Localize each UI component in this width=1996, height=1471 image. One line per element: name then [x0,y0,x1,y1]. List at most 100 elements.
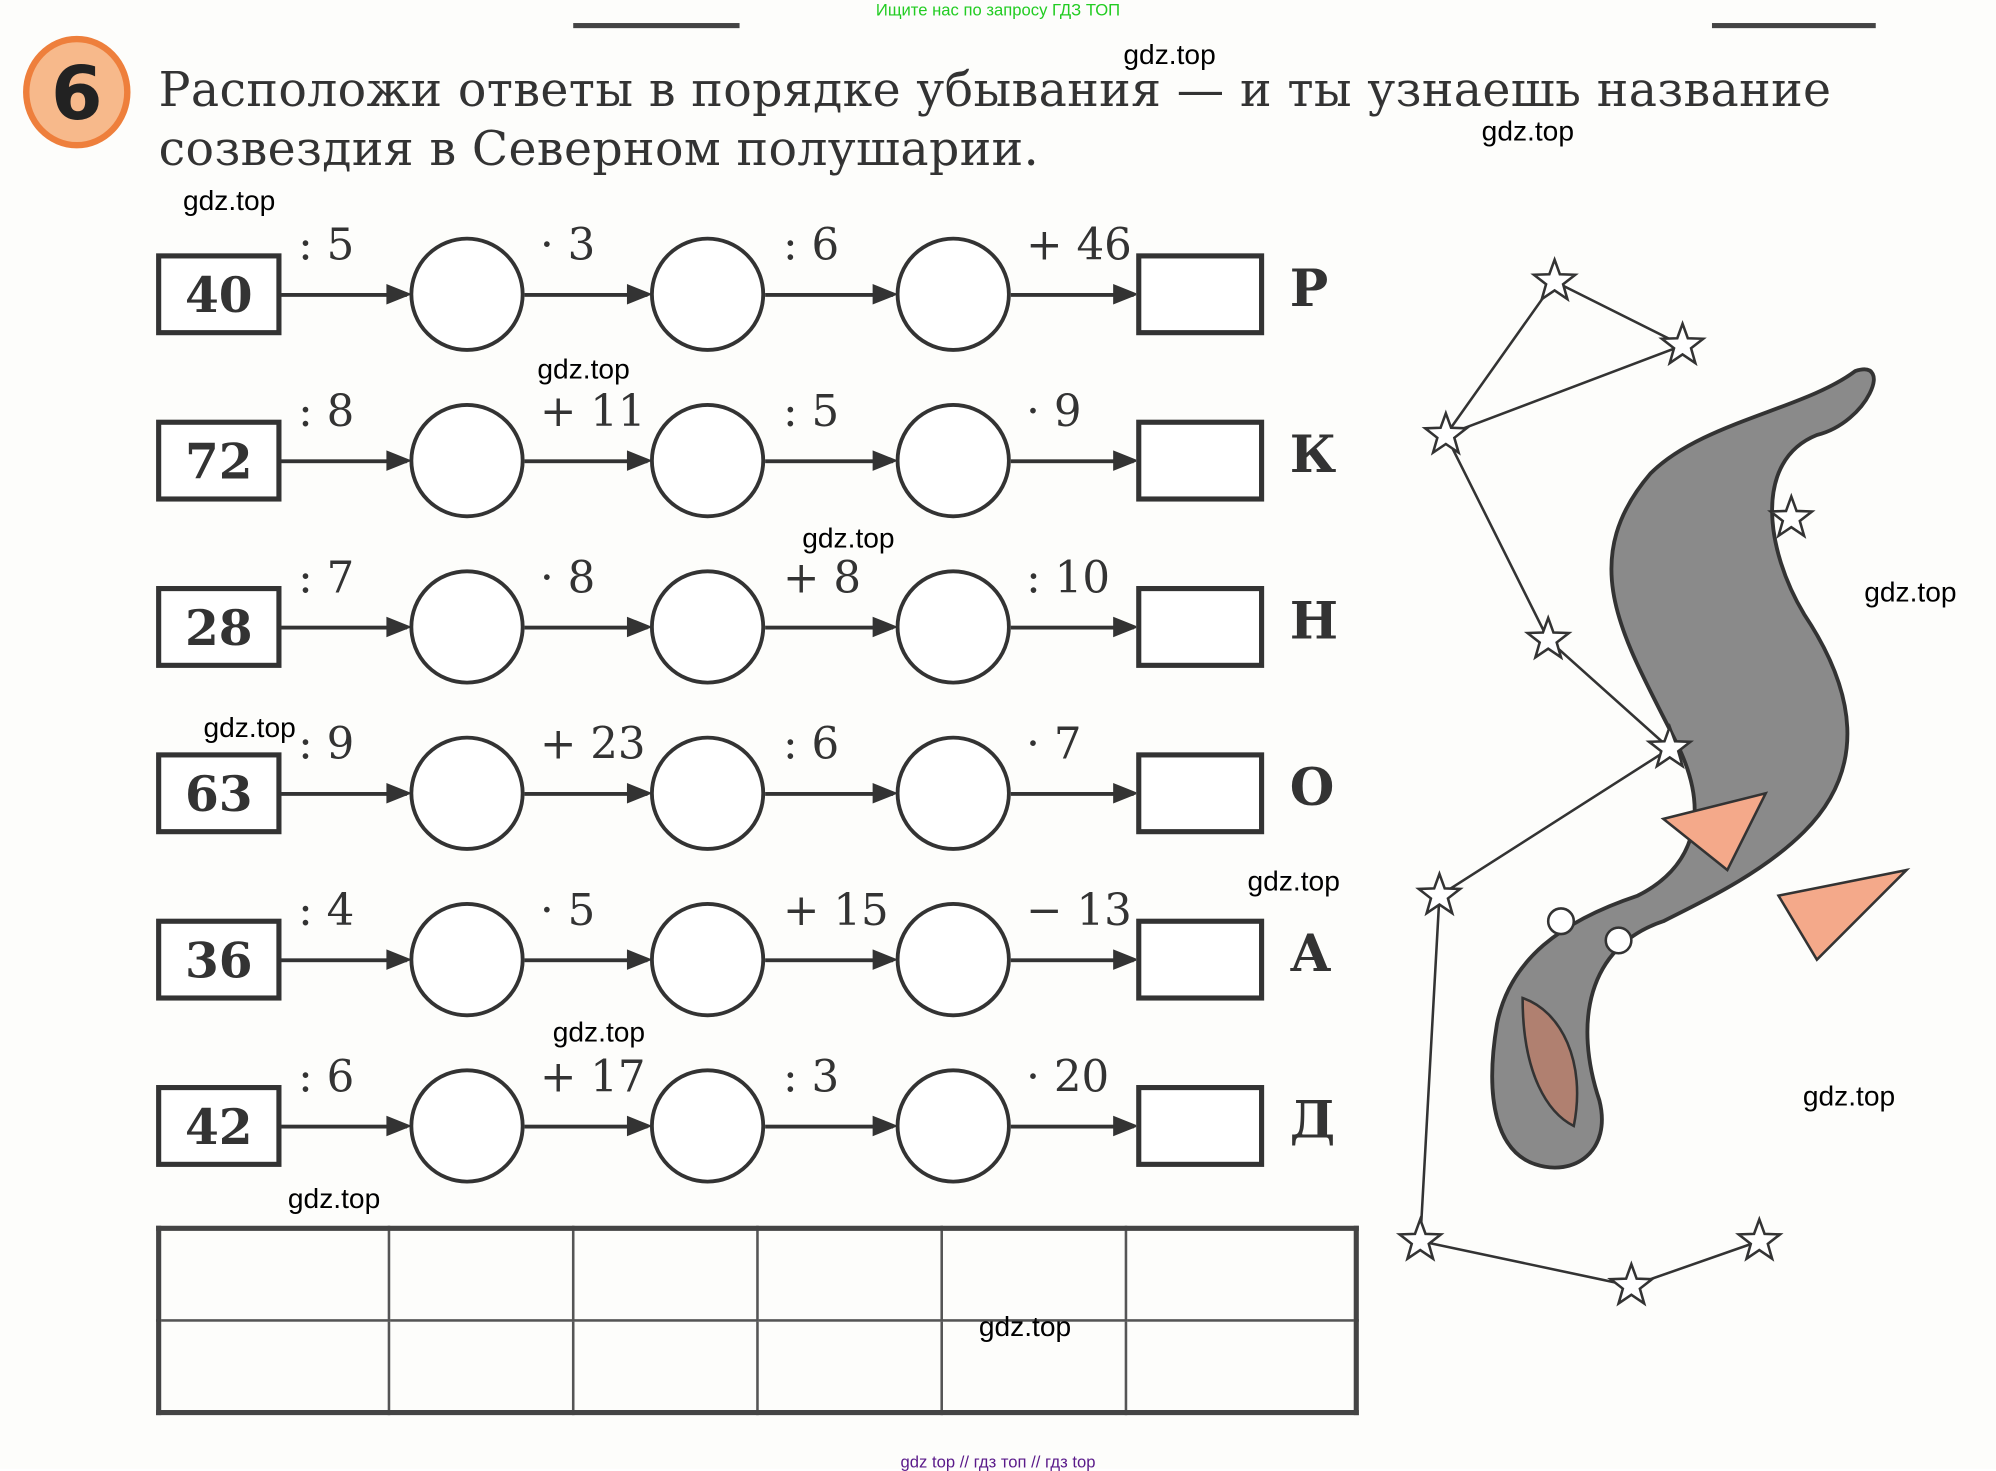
operation-label: : 5 [783,386,840,438]
operation-label: + 15 [783,885,889,937]
arrow [1010,949,1139,970]
result-box[interactable] [1136,419,1265,502]
star-icon [1658,319,1707,367]
answer-cell[interactable] [1124,1319,1358,1414]
arrow [524,450,653,471]
star-icon [1415,870,1464,917]
operation-label: : 4 [298,885,355,937]
result-letter: О [1289,757,1335,818]
operation-label: : 3 [783,1051,840,1103]
divider [1711,23,1876,29]
arrow [1010,1115,1139,1137]
answer-cell[interactable] [756,1227,943,1322]
star-icon [1645,723,1695,770]
answer-cell[interactable] [940,1319,1128,1414]
answer-cell[interactable] [571,1227,759,1322]
dragon-body [1490,367,1876,1170]
operation-label: · 9 [1026,386,1082,438]
watermark: gdz.top [802,522,895,555]
answer-circle[interactable] [409,236,525,352]
arrow [281,616,412,638]
arrow [281,1115,412,1137]
answer-cell[interactable] [157,1319,391,1414]
answer-circle[interactable] [409,1068,525,1184]
answer-row [157,1319,1358,1414]
operation-label: · 20 [1026,1051,1110,1103]
operation-label: + 23 [539,719,646,771]
answer-circle[interactable] [895,569,1011,685]
answer-circle[interactable] [895,236,1011,352]
watermark: gdz.top [203,711,296,744]
arrow [281,450,412,471]
operation-label: + 46 [1026,220,1132,272]
task-number-badge: 6 [23,35,131,149]
answer-cell[interactable] [940,1227,1128,1322]
answer-cell[interactable] [756,1319,943,1414]
operation-label: · 8 [539,552,596,604]
watermark: gdz.top [978,1310,1072,1343]
answer-circle[interactable] [649,236,766,352]
arrow [524,949,653,970]
answer-cell[interactable] [157,1227,391,1322]
answer-cell[interactable] [571,1319,759,1414]
operation-label: : 6 [298,1051,355,1103]
operation-label: : 10 [1026,552,1111,604]
answer-circle[interactable] [895,1068,1011,1184]
operation-label: · 7 [1026,719,1082,771]
arrow [281,284,412,305]
arrow [524,284,653,305]
operation-label: : 6 [783,719,840,771]
start-number-box: 42 [156,1085,282,1167]
answer-cell[interactable] [387,1319,575,1414]
result-letter: К [1289,424,1337,485]
answer-circle[interactable] [895,902,1011,1018]
answer-circle[interactable] [649,569,766,685]
star-icon [1767,492,1816,539]
answer-cell[interactable] [1124,1227,1358,1322]
watermark: gdz.top [1802,1079,1896,1112]
result-box[interactable] [1136,253,1265,336]
answer-circle[interactable] [649,735,766,851]
star-icon [1395,1215,1445,1262]
answer-circle[interactable] [895,403,1011,519]
constellation-stars [1395,255,1816,1307]
answer-row [157,1227,1358,1322]
operation-label: : 5 [298,220,355,272]
footer-note: gdz top // гдз топ // гдз top [900,1452,1096,1471]
dragon-eye [1546,907,1576,936]
result-box[interactable] [1136,1085,1265,1167]
answer-circle[interactable] [649,1068,766,1184]
result-box[interactable] [1136,752,1265,835]
answer-circle[interactable] [895,735,1011,851]
watermark: gdz.top [1123,38,1216,71]
star-icon [1607,1260,1656,1307]
watermark: gdz.top [182,184,276,217]
result-box[interactable] [1136,918,1265,1001]
arrow [524,616,653,638]
star-icon [1421,409,1471,456]
answer-circle[interactable] [409,902,525,1018]
result-letter: Р [1289,258,1329,319]
answer-circle[interactable] [409,569,525,685]
result-box[interactable] [1136,586,1265,668]
answer-circle[interactable] [649,403,766,519]
dragon-eye [1604,926,1633,955]
start-number-box: 63 [156,752,282,835]
answer-circle[interactable] [409,403,525,519]
answer-circle[interactable] [649,902,766,1018]
start-number-box: 72 [156,419,282,502]
operation-label: − 13 [1026,885,1132,937]
watermark: gdz.top [1481,115,1575,148]
answer-circle[interactable] [409,735,525,851]
operation-label: + 8 [783,552,862,604]
arrow [1010,284,1139,305]
start-number-box: 40 [156,253,282,336]
operation-label: : 6 [783,220,840,272]
result-letter: А [1289,923,1332,984]
watermark: gdz.top [287,1182,381,1215]
arrow [524,1115,653,1137]
answer-cell[interactable] [387,1227,575,1322]
arrow [524,783,653,804]
operation-label: : 9 [298,719,355,771]
